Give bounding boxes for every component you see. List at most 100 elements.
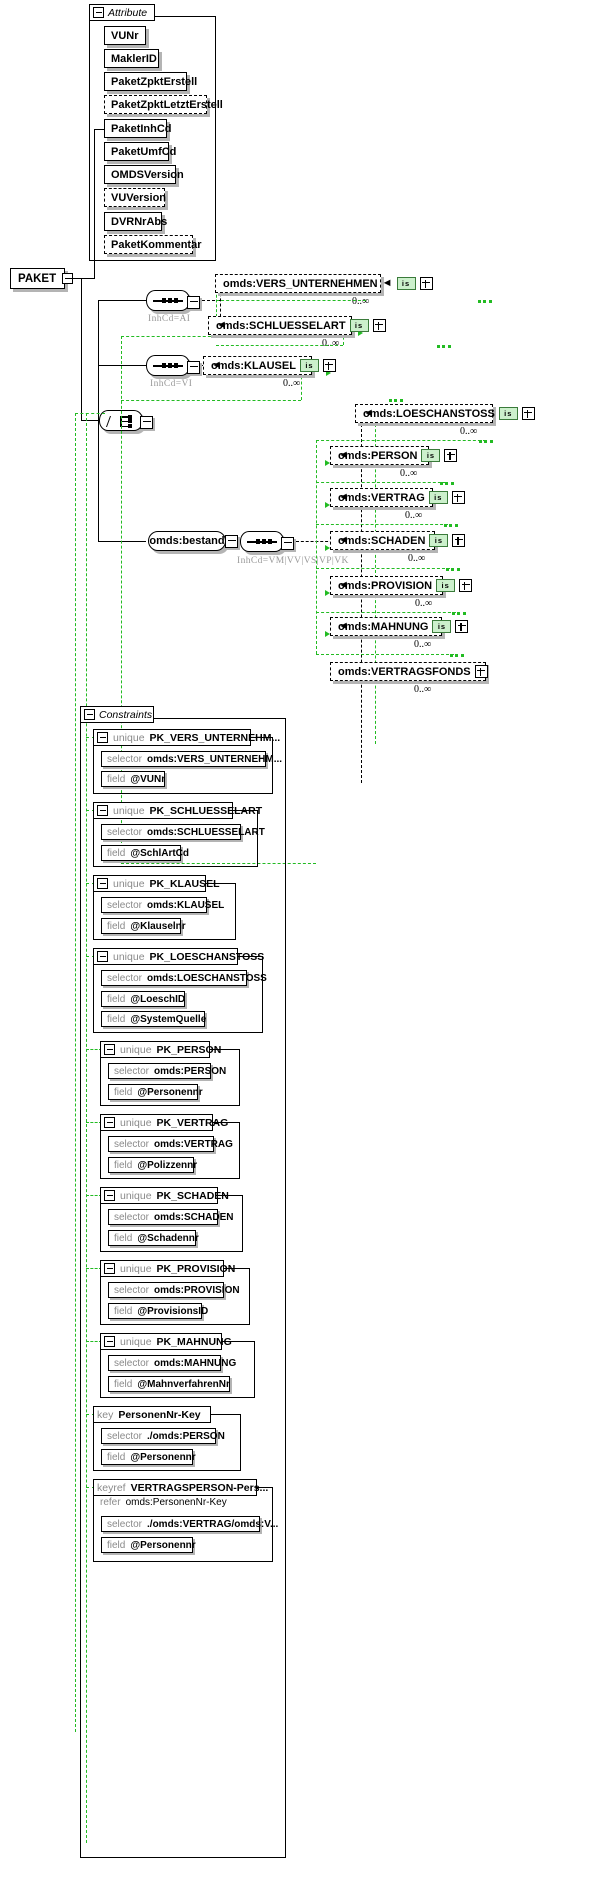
- attribute-paketzpkterstell[interactable]: PaketZpktErstell: [104, 72, 197, 91]
- constraint-field-row[interactable]: field @LoeschID: [101, 991, 185, 1007]
- constraint-field-row[interactable]: field @Klauselnr: [101, 918, 186, 934]
- element-label: omds:VERTRAGSFONDS: [338, 665, 471, 678]
- expand-icon[interactable]: [451, 491, 465, 504]
- bestand-label: omds:bestand: [149, 535, 225, 547]
- constraint-tab-pk-provision[interactable]: unique PK_PROVISION: [100, 1260, 235, 1277]
- attribute-group-tab[interactable]: Attribute: [89, 4, 155, 21]
- constraint-selector-row[interactable]: selector ./omds:PERSON: [101, 1428, 225, 1444]
- element-klausel[interactable]: omds:KLAUSEL ◄ is: [203, 356, 336, 375]
- constraints-frame-tab[interactable]: Constraints: [80, 706, 154, 723]
- constraint-field-row[interactable]: field @Personennr: [108, 1084, 203, 1100]
- constraint-dots: [389, 399, 403, 405]
- constraint-field-row[interactable]: field @ProvisionsID: [108, 1303, 208, 1319]
- constraint-field-row[interactable]: field @Personennr: [101, 1537, 196, 1553]
- constraint-selector-row[interactable]: selector omds:SCHLUESSELART: [101, 824, 265, 840]
- attribute-vunr[interactable]: VUNr: [104, 26, 146, 45]
- constraint-tab-vertragsperson-keyref[interactable]: keyref VERTRAGSPERSON-Pers...: [93, 1479, 268, 1496]
- expand-icon[interactable]: [459, 579, 473, 592]
- minus-icon[interactable]: [104, 1044, 115, 1055]
- constraint-tab-pk-schluesselart[interactable]: unique PK_SCHLUESSELART: [93, 802, 262, 819]
- attribute-paketzpktletzterstell[interactable]: PaketZpktLetztErstell: [104, 95, 223, 114]
- row-kind: refer: [100, 1497, 121, 1508]
- constraint-selector-row[interactable]: selector omds:VERS_UNTERNEHM...: [101, 751, 282, 767]
- constraint-field-row[interactable]: field @SchlArtCd: [101, 845, 189, 861]
- minus-icon[interactable]: [104, 1336, 115, 1347]
- constraint-tab-pk-loeschanstoss[interactable]: unique PK_LOESCHANSTOSS: [93, 948, 264, 965]
- constraint-tab-pk-vers-unternehmen[interactable]: unique PK_VERS_UNTERNEHM...: [93, 729, 280, 746]
- minus-icon[interactable]: [97, 805, 108, 816]
- element-vertrag[interactable]: omds:VERTRAG ◄ is: [330, 488, 465, 507]
- attribute-vuversion[interactable]: VUVersion: [104, 188, 167, 207]
- constraint-selector-row[interactable]: selector omds:SCHADEN: [108, 1209, 233, 1225]
- constraint-tab-pk-vertrag[interactable]: unique PK_VERTRAG: [100, 1114, 228, 1131]
- minus-icon[interactable]: [140, 416, 153, 429]
- constraint-name: PK_VERS_UNTERNEHM...: [149, 731, 281, 744]
- link-arrow-icon: [326, 370, 331, 376]
- constraint-field-row[interactable]: field @SystemQuelle: [101, 1011, 206, 1027]
- constraint-field-row[interactable]: field @Polizzennr: [108, 1157, 197, 1173]
- constraint-selector-row[interactable]: selector omds:PERSON: [108, 1063, 226, 1079]
- element-person[interactable]: omds:PERSON ◄ is: [330, 446, 458, 465]
- minus-icon[interactable]: [84, 709, 95, 720]
- expand-icon[interactable]: [419, 277, 433, 290]
- expand-icon[interactable]: [474, 665, 488, 678]
- expand-icon[interactable]: [372, 319, 386, 332]
- row-value: omds:PersonenNr-Key: [125, 1497, 227, 1508]
- element-mahnung[interactable]: omds:MAHNUNG ◄ is: [330, 617, 469, 636]
- constraint-selector-row[interactable]: selector omds:LOESCHANSTOSS: [101, 970, 267, 986]
- connector: [220, 283, 221, 327]
- element-loeschanstoss[interactable]: omds:LOESCHANSTOSS ◄ is: [355, 404, 535, 423]
- constraint-selector-row[interactable]: selector omds:MAHNUNG: [108, 1355, 236, 1371]
- minus-icon[interactable]: [97, 878, 108, 889]
- minus-icon[interactable]: [225, 535, 238, 548]
- constraint-field-row[interactable]: field @VUNr: [101, 771, 165, 787]
- attribute-omdsversion[interactable]: OMDSVersion: [104, 165, 184, 184]
- compositor-sequence-ai[interactable]: [146, 290, 200, 311]
- minus-icon[interactable]: [97, 951, 108, 962]
- constraint-tab-pk-person[interactable]: unique PK_PERSON: [100, 1041, 221, 1058]
- constraint-selector-row[interactable]: selector omds:PROVISION: [108, 1282, 240, 1298]
- minus-icon[interactable]: [104, 1117, 115, 1128]
- minus-icon[interactable]: [97, 732, 108, 743]
- minus-icon[interactable]: [93, 7, 104, 18]
- attribute-dvrnrabs[interactable]: DVRNrAbs: [104, 212, 167, 231]
- minus-icon[interactable]: [104, 1263, 115, 1274]
- constraint-selector-row[interactable]: selector omds:VERTRAG: [108, 1136, 233, 1152]
- constraint-link: [121, 336, 216, 337]
- constraint-field-row[interactable]: field @Personennr: [101, 1449, 196, 1465]
- constraint-name: PK_SCHADEN: [156, 1189, 229, 1202]
- constraint-selector-row[interactable]: selector omds:KLAUSEL: [101, 897, 224, 913]
- compositor-sequence-bestand[interactable]: [240, 531, 294, 552]
- type-ref-arrow-icon: ◄: [338, 534, 349, 546]
- constraint-name: PK_PERSON: [156, 1043, 222, 1056]
- expand-icon[interactable]: [455, 620, 469, 633]
- expand-icon[interactable]: [452, 534, 466, 547]
- root-element-paket[interactable]: PAKET: [10, 268, 74, 289]
- constraint-field-row[interactable]: field @Schadennr: [108, 1230, 199, 1246]
- constraint-tab-pk-schaden[interactable]: unique PK_SCHADEN: [100, 1187, 229, 1204]
- constraint-tab-personennr-key[interactable]: key PersonenNr-Key: [93, 1406, 211, 1423]
- element-bestand[interactable]: omds:bestand: [148, 531, 226, 551]
- expand-icon[interactable]: [444, 449, 458, 462]
- element-schaden[interactable]: omds:SCHADEN ◄ is: [330, 531, 466, 550]
- constraint-tab-pk-mahnung[interactable]: unique PK_MAHNUNG: [100, 1333, 232, 1350]
- minus-icon[interactable]: [104, 1190, 115, 1201]
- element-vers-unternehmen[interactable]: omds:VERS_UNTERNEHMEN ◄ is: [215, 274, 433, 293]
- minus-icon[interactable]: [281, 537, 294, 550]
- element-schluesselart[interactable]: omds:SCHLUESSELART ◄ is: [208, 316, 386, 335]
- attribute-paketinhcd[interactable]: PaketInhCd: [104, 119, 172, 138]
- constraint-tab-pk-klausel[interactable]: unique PK_KLAUSEL: [93, 875, 220, 892]
- expand-icon[interactable]: [322, 359, 336, 372]
- element-vertragsfonds[interactable]: omds:VERTRAGSFONDS: [330, 662, 488, 681]
- constraint-selector-row[interactable]: selector ./omds:VERTRAG/omds:V...: [101, 1516, 278, 1532]
- attribute-label: VUVersion: [111, 191, 167, 204]
- attribute-paketumfcd[interactable]: PaketUmfCd: [104, 142, 176, 161]
- minus-icon[interactable]: [187, 361, 200, 374]
- attribute-paketkommentar[interactable]: PaketKommentar: [104, 235, 201, 254]
- compositor-sequence-vi[interactable]: [146, 355, 200, 376]
- constraint-field-row[interactable]: field @MahnverfahrenNr: [108, 1376, 230, 1392]
- element-provision[interactable]: omds:PROVISION ◄ is: [330, 576, 473, 595]
- expand-icon[interactable]: [521, 407, 535, 420]
- attribute-maklerid[interactable]: MaklerID: [104, 49, 159, 68]
- minus-icon[interactable]: [187, 296, 200, 309]
